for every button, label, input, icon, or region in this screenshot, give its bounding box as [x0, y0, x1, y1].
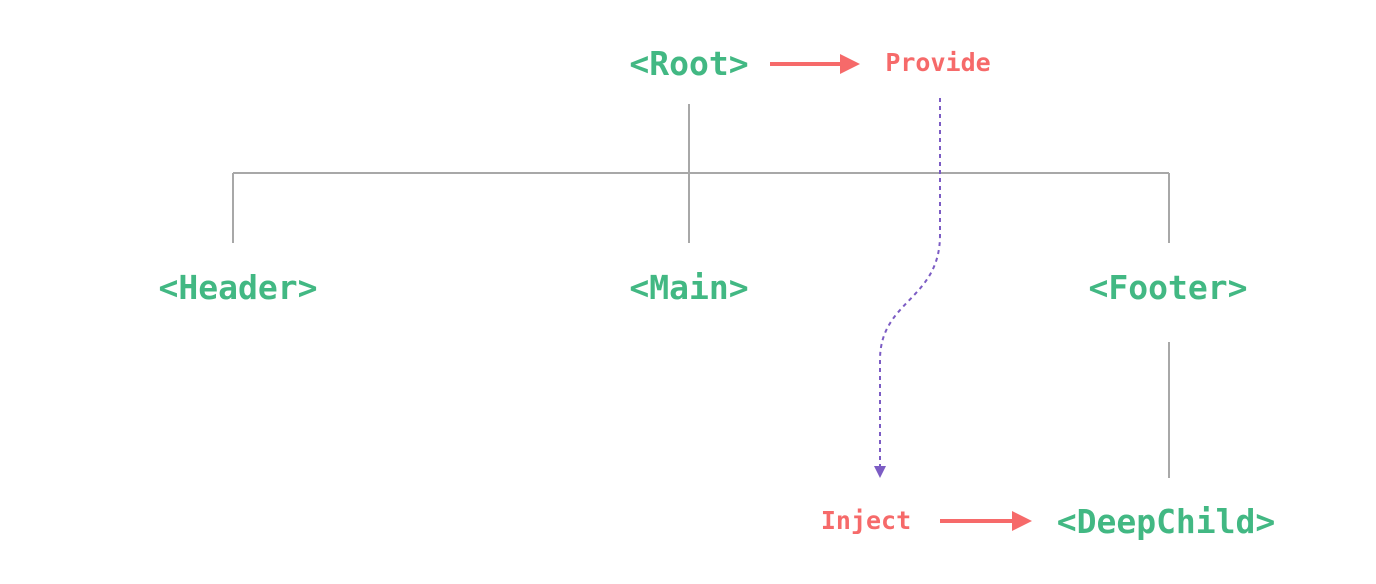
deepchild-component: <DeepChild> [1056, 502, 1276, 541]
inject-arrow [940, 511, 1032, 531]
header-component: <Header> [158, 268, 318, 307]
provide-to-inject-flow [874, 98, 941, 478]
provide-label: Provide [885, 48, 991, 77]
footer-component: <Footer> [1088, 268, 1248, 307]
provide-arrow [770, 54, 860, 74]
main-component: <Main> [629, 268, 749, 307]
inject-label: Inject [820, 506, 912, 535]
root-component: <Root> [629, 44, 749, 83]
